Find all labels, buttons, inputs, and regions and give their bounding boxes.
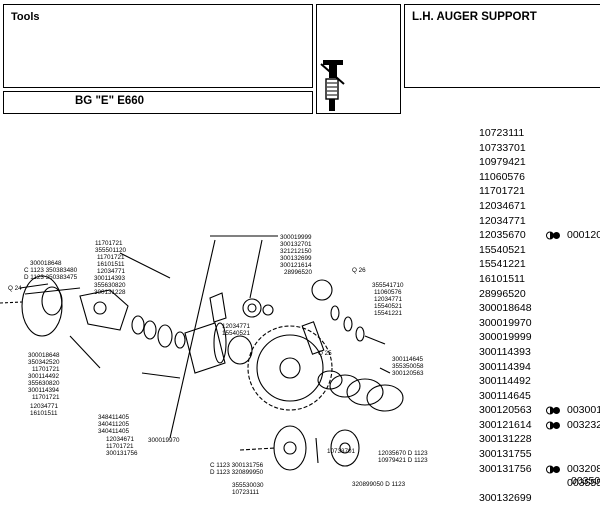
diagram-label: 300019999 <box>280 234 312 241</box>
diagram-label: 12034771 <box>30 403 59 410</box>
diagram-label: 15541221 <box>374 310 403 317</box>
diagram-label: 300132699 <box>280 255 312 262</box>
diagram-label: 28996520 <box>284 269 313 276</box>
part-code: 12034771 <box>479 214 526 227</box>
diagram-label: 320899050 D 1123 <box>352 481 406 488</box>
part-code: 300018648 <box>479 302 532 315</box>
applicability-marker-icon <box>546 230 560 240</box>
diagram-label: 15540521 <box>222 330 251 337</box>
diagram-label-q26: Q 26 <box>352 267 366 274</box>
part-code: 15540521 <box>479 243 526 256</box>
part-code: 300131228 <box>479 433 532 446</box>
part-code: 10979421 <box>479 156 526 169</box>
diagram-label: 300114394 <box>28 387 60 394</box>
diagram-label: 300018648 <box>28 352 60 359</box>
diagram-label: 16101511 <box>30 410 58 417</box>
section-title-box <box>404 4 600 88</box>
section-title: L.H. AUGER SUPPORT <box>412 11 537 23</box>
reference-code-secondary: 00350 <box>571 474 600 487</box>
tool-icon-box <box>316 4 401 114</box>
part-code: 300019999 <box>479 331 532 344</box>
diagram-label: 321212150 <box>280 248 312 255</box>
diagram-label: 300018648 <box>30 260 62 267</box>
diagram-label: C 1123 350383480 <box>24 267 78 274</box>
diagram-label: 12034771 <box>222 323 251 330</box>
diagram-label-q25: Q 25 <box>318 350 332 357</box>
diagram-label: 300114492 <box>28 373 60 380</box>
part-code: 10723111 <box>479 127 525 139</box>
diagram-label: 350342520 <box>28 359 60 366</box>
diagram-label: 11701721 <box>32 366 60 373</box>
diagram-label: 340411405 <box>98 428 130 435</box>
reference-code: 003555 <box>567 477 600 490</box>
reference-code: 003232 <box>567 418 600 431</box>
applicability-marker-icon <box>546 405 560 415</box>
reference-code: 003001 <box>567 404 600 417</box>
diagram-label: 12034671 <box>106 436 135 443</box>
diagram-label: C 1123 300131756 <box>210 462 264 469</box>
part-code: 16101511 <box>479 272 525 285</box>
diagram-label: 355630820 <box>94 282 126 289</box>
part-code: 300131755 <box>479 448 532 461</box>
diagram-label: D 1123 320899950 <box>210 469 264 476</box>
diagram-label: 12034771 <box>374 296 403 303</box>
part-code: 300114645 <box>479 389 531 402</box>
part-code: 300019970 <box>479 316 532 329</box>
diagram-label: 300019970 <box>148 437 180 444</box>
part-code: 11701721 <box>479 185 525 198</box>
model-label: BG "E" E660 <box>75 95 145 107</box>
diagram-label: 300114645 <box>392 356 424 363</box>
reference-code: 003208 <box>567 462 600 475</box>
diagram-label: 355541710 <box>372 282 404 289</box>
diagram-label: 300121614 <box>280 262 312 269</box>
diagram-label: 340411205 <box>98 421 130 428</box>
diagram-label: 11060576 <box>374 289 402 296</box>
part-code: 300121614 <box>479 418 532 431</box>
diagram-label: 355630820 <box>28 380 60 387</box>
diagram-label: 16101511 <box>97 261 125 268</box>
part-code: 28996520 <box>479 287 526 300</box>
part-code: 12035670 <box>479 229 526 242</box>
diagram-label: 355530030 <box>232 482 264 489</box>
diagram-label-q24: Q 24 <box>8 285 22 292</box>
diagram-label: 11701721 <box>106 443 134 450</box>
part-code: 300114393 <box>479 345 531 358</box>
diagram-label: 11701721 <box>97 254 125 261</box>
part-code: 300120563 <box>479 404 532 417</box>
tools-label: Tools <box>11 11 40 23</box>
diagram-label: 11701721 <box>32 394 60 401</box>
applicability-marker-icon <box>546 464 560 474</box>
part-code: 10733701 <box>479 141 526 154</box>
diagram-label: 300131228 <box>94 289 126 296</box>
part-code: 300132699 <box>479 491 532 504</box>
press-fit-tool-icon <box>316 4 401 114</box>
part-code: 300114394 <box>479 360 531 373</box>
diagram-label: 10723111 <box>232 489 260 496</box>
diagram-label: 10733701 <box>327 448 356 455</box>
diagram-label: D 1123 350383475 <box>24 274 78 281</box>
reference-code: 000120 <box>567 229 600 242</box>
exploded-parts-diagram: Q 24 Q 26 Q 25 300018648 C 1123 35038348… <box>0 234 428 496</box>
diagram-label: 15540521 <box>374 303 403 310</box>
diagram-label: 300114393 <box>94 275 126 282</box>
diagram-label: 10979421 D 1123 <box>378 457 428 464</box>
diagram-label: 348411405 <box>98 414 130 421</box>
diagram-label: 300132701 <box>280 241 312 248</box>
model-box <box>3 91 313 114</box>
part-code: 15541221 <box>479 258 526 271</box>
diagram-label: 12034771 <box>97 268 126 275</box>
part-code: 12034671 <box>479 199 526 212</box>
diagram-label: 11701721 <box>95 240 123 247</box>
part-code: 11060576 <box>479 170 525 183</box>
tools-box <box>3 4 313 88</box>
part-code: 300114492 <box>479 375 531 388</box>
diagram-label: 12035670 D 1123 <box>378 450 428 457</box>
part-code: 300131756 <box>479 462 532 475</box>
diagram-label: 300131756 <box>106 450 138 457</box>
applicability-marker-icon <box>546 420 560 430</box>
diagram-label: 355501120 <box>95 247 127 254</box>
diagram-label: 355350058 <box>392 363 424 370</box>
diagram-label: 300120563 <box>392 370 424 377</box>
